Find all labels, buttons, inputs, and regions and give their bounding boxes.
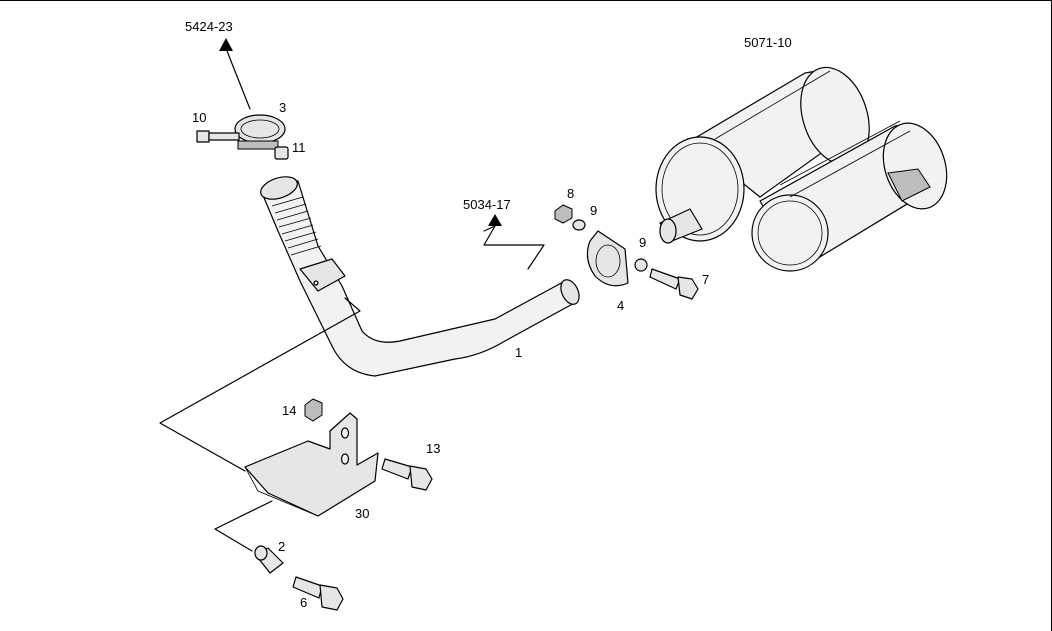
bracket-30-edge xyxy=(244,466,319,517)
nut-11 xyxy=(274,146,289,160)
ref-5034-17-group[interactable]: 5034-17 xyxy=(463,197,545,270)
part-label-8: 8 xyxy=(567,186,574,201)
part-label-10: 10 xyxy=(192,110,206,125)
muffler-outlet xyxy=(887,168,931,202)
muffler-inlet-opening xyxy=(659,218,677,244)
bolt-6-group[interactable]: 6 xyxy=(292,576,344,611)
washer-9b-group[interactable]: 9 xyxy=(634,235,648,272)
pipe-bracket xyxy=(299,258,346,292)
part-label-13: 13 xyxy=(426,441,440,456)
nut-8-group[interactable]: 8 xyxy=(554,186,574,224)
ref-arrow-5424-23 xyxy=(219,38,233,51)
part-label-6: 6 xyxy=(300,595,307,610)
part-label-11: 11 xyxy=(292,140,306,155)
clamp-4 xyxy=(586,230,629,287)
exhaust-pipe-1[interactable]: 1 xyxy=(258,173,583,377)
bolt-7-shank xyxy=(649,268,681,290)
leader-spacer xyxy=(214,500,273,552)
ref-label-5034-17: 5034-17 xyxy=(463,197,511,212)
pipe-lower-opening xyxy=(560,279,580,305)
nut-14-group[interactable]: 14 xyxy=(282,398,323,422)
leader-lines xyxy=(159,297,361,552)
bracket-30 xyxy=(244,412,379,517)
part-label-7: 7 xyxy=(702,272,709,287)
muffler-front-face-rim xyxy=(757,200,823,266)
part-label-3: 3 xyxy=(279,100,286,115)
washer-9a-group[interactable]: 9 xyxy=(572,203,597,231)
spacer-2-group[interactable]: 2 xyxy=(254,539,285,574)
pipe-bellows xyxy=(271,196,322,256)
clamp-4-group[interactable]: 4 xyxy=(586,230,629,313)
muffler-band-1 xyxy=(714,70,831,140)
nut-14 xyxy=(304,398,323,422)
muffler-rear-face-rim xyxy=(661,142,739,236)
spacer-2-end xyxy=(254,545,268,561)
bolt-10-shank xyxy=(208,132,240,141)
bracket-30-hole-upper xyxy=(340,427,350,439)
part-label-2: 2 xyxy=(278,539,285,554)
part-label-1: 1 xyxy=(515,345,522,360)
bolt-7-head xyxy=(677,276,699,300)
part-label-9a: 9 xyxy=(590,203,597,218)
bolt-6-head xyxy=(319,584,344,611)
ref-label-5071-10: 5071-10 xyxy=(744,35,792,50)
washer-9a xyxy=(572,219,586,231)
part-label-9b: 9 xyxy=(639,235,646,250)
ref-leader-5034-17 xyxy=(483,225,545,270)
bolt-13-shank xyxy=(381,458,413,480)
clamp-4-ring xyxy=(595,244,621,278)
muffler-band-3 xyxy=(789,130,911,198)
bracket-30-hole-lower xyxy=(340,453,350,465)
muffler-band-2 xyxy=(779,120,901,186)
clamp-3-group[interactable]: 3 xyxy=(234,100,286,150)
muffler-assembly[interactable] xyxy=(655,59,957,272)
part-label-4: 4 xyxy=(617,298,624,313)
ref-arrow-5034-17 xyxy=(488,214,502,226)
leader-bracket xyxy=(159,297,361,472)
bolt-13-group[interactable]: 13 xyxy=(381,441,440,491)
pipe-upper-opening xyxy=(260,176,298,200)
bolt-7-group[interactable]: 7 xyxy=(649,268,709,300)
bolt-6-shank xyxy=(292,576,323,599)
clamp-3-band-screw xyxy=(237,140,279,150)
muffler-front-face xyxy=(751,194,829,272)
ref-label-5424-23: 5424-23 xyxy=(185,19,233,34)
bracket-30-group[interactable]: 30 xyxy=(244,412,379,521)
ref-leader-5424-23 xyxy=(226,50,251,110)
ref-5071-10-group[interactable]: 5071-10 xyxy=(744,35,792,50)
bolt-10-head xyxy=(196,130,210,143)
nut-11-group[interactable]: 11 xyxy=(274,140,306,160)
part-label-30: 30 xyxy=(355,506,369,521)
bolt-10-group[interactable]: 10 xyxy=(192,110,240,143)
nut-8 xyxy=(554,204,573,224)
bolt-13-head xyxy=(409,465,433,491)
clamp-3 xyxy=(234,114,286,144)
part-label-14: 14 xyxy=(282,403,296,418)
ref-5424-23-group[interactable]: 5424-23 xyxy=(185,19,251,110)
clamp-3-inner xyxy=(240,119,280,139)
pipe-bracket-hole xyxy=(313,280,319,286)
washer-9b xyxy=(634,258,648,272)
